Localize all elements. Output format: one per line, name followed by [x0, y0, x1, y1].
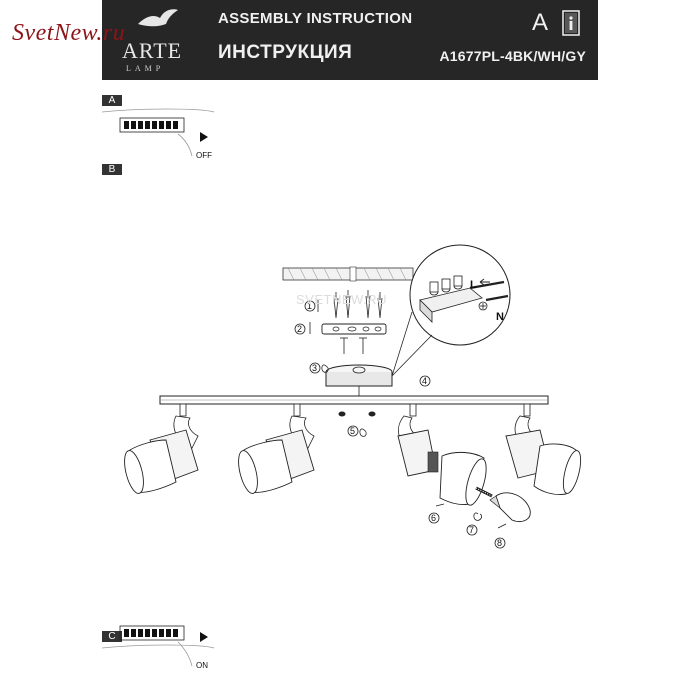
- step-marker-6: 6: [428, 512, 440, 524]
- terminal-block: [419, 275, 488, 323]
- wire-live-label: L: [470, 279, 477, 291]
- title-english: ASSEMBLY INSTRUCTION: [218, 10, 413, 27]
- ceiling-slab: [282, 266, 414, 282]
- dowel-anchors: [333, 290, 383, 319]
- step-marker-7: 7: [466, 524, 478, 536]
- watermark-corner: SvetNew.ru: [12, 20, 126, 46]
- svg-text:2: 2: [297, 324, 302, 334]
- step-marker-3: 3: [309, 362, 321, 374]
- canopy: [325, 364, 393, 387]
- title-russian: ИНСТРУКЦИЯ: [218, 42, 353, 63]
- section-c-label: C: [102, 631, 122, 642]
- step-marker-5: 5: [347, 425, 359, 437]
- mounting-bracket: [321, 323, 387, 335]
- svg-text:1: 1: [307, 301, 312, 311]
- bird-logo-icon: [138, 9, 178, 27]
- screw-caps: [338, 411, 376, 417]
- svg-text:5: 5: [350, 426, 355, 436]
- section-b-label: B: [102, 164, 122, 175]
- lamp-ring-part: [475, 486, 493, 498]
- header-band: ARTE LAMP ASSEMBLY INSTRUCTION ИНСТРУКЦИ…: [102, 0, 598, 80]
- svg-text:8: 8: [497, 538, 502, 548]
- svg-text:7: 7: [469, 525, 474, 535]
- wire-neutral-label: N: [496, 311, 504, 323]
- svg-text:4: 4: [422, 376, 427, 386]
- svg-text:3: 3: [312, 363, 317, 373]
- mounting-screws: [340, 337, 367, 354]
- info-icon: [562, 10, 580, 36]
- step-markers: 1 2 3 4 5 6 7 8: [294, 300, 506, 549]
- watermark-center: SVETNEW.RU: [296, 292, 387, 307]
- svg-text:6: 6: [431, 513, 436, 523]
- switch-state-off: OFF: [196, 151, 212, 160]
- class-letter: A: [532, 9, 549, 36]
- light-bulb: [489, 492, 531, 522]
- tool-icons: [435, 503, 507, 529]
- step-marker-4: 4: [419, 375, 431, 387]
- model-number: A1677PL-4BK/WH/GY: [439, 48, 586, 64]
- section-a-label: A: [102, 95, 122, 106]
- spot-lamp-2: [238, 403, 315, 494]
- spot-lamp-3: [397, 403, 487, 506]
- switch-state-on: ON: [196, 661, 208, 670]
- wiring-callout: L N: [391, 244, 511, 377]
- main-bar: [159, 395, 549, 405]
- step-marker-2: 2: [294, 322, 311, 335]
- logo-name: ARTE: [122, 38, 183, 63]
- logo-sub: LAMP: [126, 64, 165, 73]
- step-marker-1: 1: [304, 300, 319, 312]
- spot-lamp-4: [505, 403, 582, 495]
- spot-lamp-1: [124, 403, 199, 494]
- step-marker-8: 8: [494, 537, 506, 549]
- wires: [469, 280, 509, 302]
